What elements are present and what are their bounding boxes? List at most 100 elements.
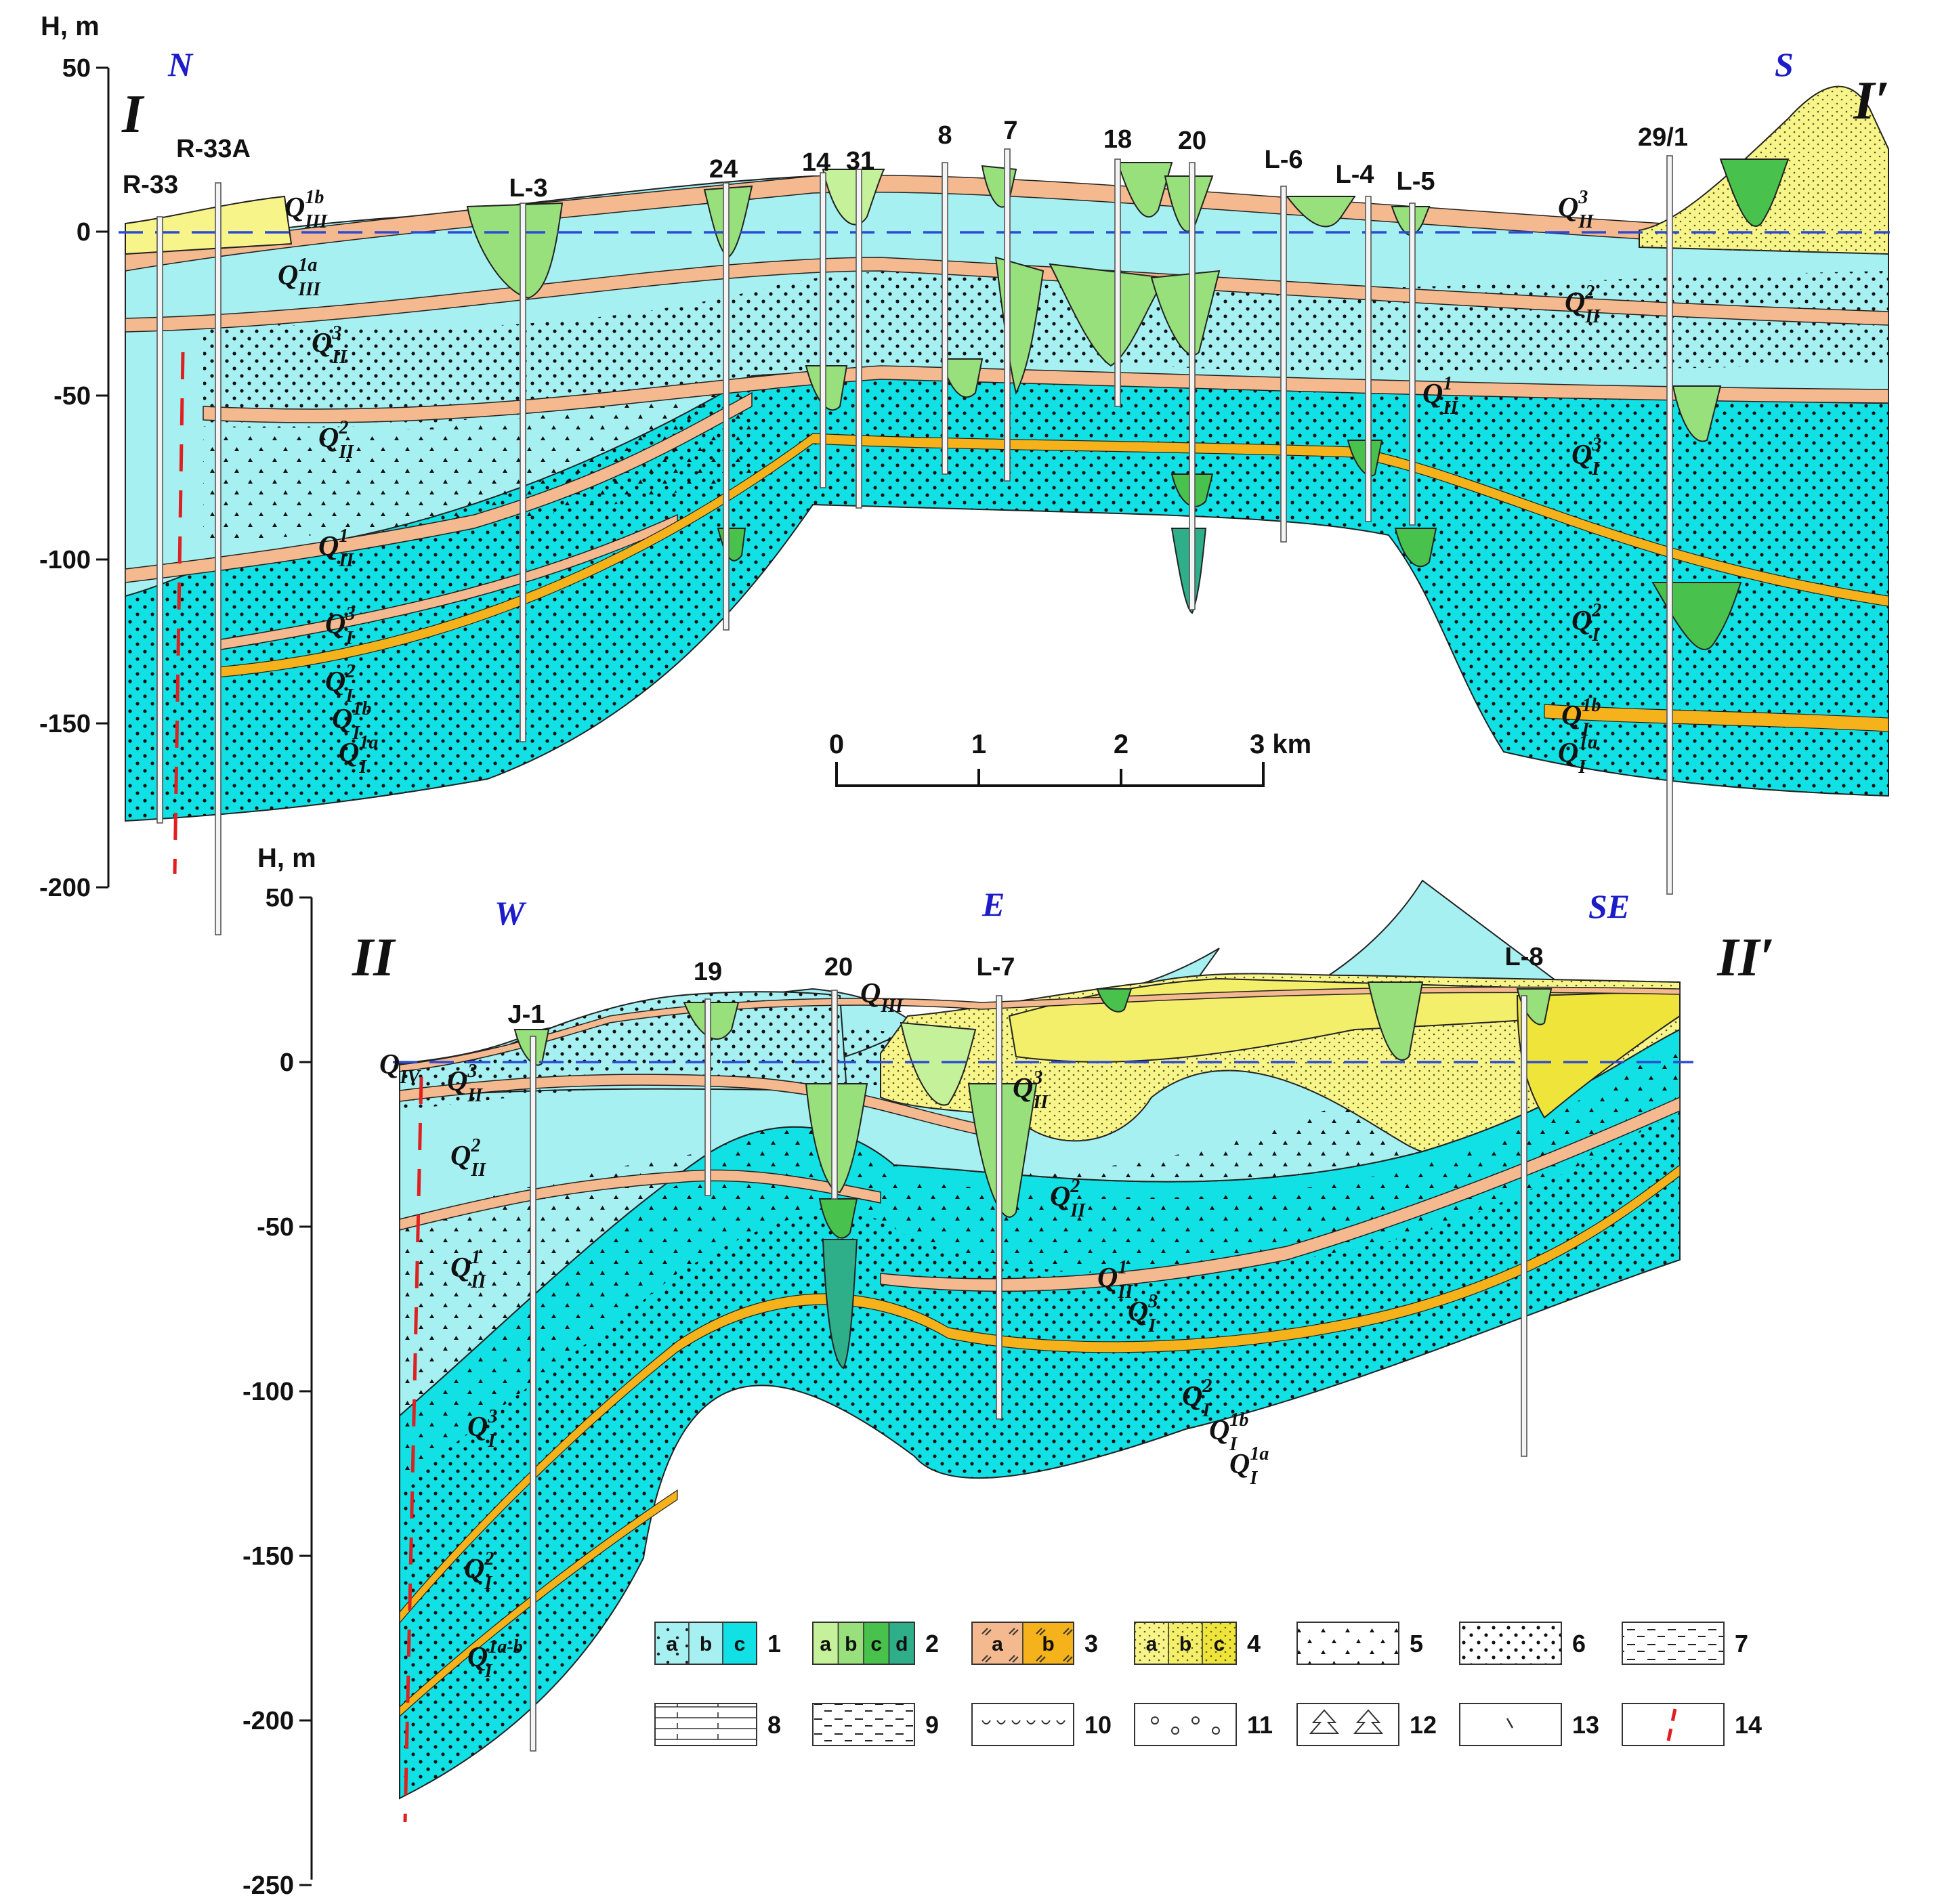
section2-well-3 <box>996 995 1002 1420</box>
legend-sub-1-2: c <box>734 1633 746 1655</box>
unit-3b-bands <box>216 433 1889 732</box>
legend-fault-symbol <box>1666 1708 1677 1741</box>
section2-well-label-3: L-7 <box>977 953 1015 981</box>
axis-section-two: 500-50-100-150-200-250 H, m <box>242 843 316 1900</box>
section2-unit-label-7: QIII <box>860 978 904 1017</box>
section1-well-7 <box>1004 148 1011 482</box>
scale-tick-2: 2 <box>1114 729 1128 759</box>
legend-shell <box>1506 1718 1514 1729</box>
section1-well-2 <box>520 203 526 742</box>
legend-sub-3-0: a <box>992 1633 1003 1655</box>
section1-well-label-7: 7 <box>1003 117 1017 145</box>
section1-well-label-6: 8 <box>937 121 952 150</box>
scale-bar: 0 1 2 3 km <box>829 729 1311 787</box>
legend-box-5 <box>1296 1622 1399 1665</box>
legend-swatch-11-0 <box>1134 1703 1237 1746</box>
unit-q1-tri-2 <box>400 1043 1680 1490</box>
legend-pattern-3-1 <box>1023 1622 1074 1664</box>
legend-sub-2-2: c <box>870 1633 882 1655</box>
legend-pattern-5-0 <box>1297 1622 1399 1664</box>
legend-number-3: 3 <box>1084 1630 1098 1657</box>
legend-box-1 <box>654 1622 757 1665</box>
legend-sub-1-0: a <box>667 1633 678 1655</box>
section-label-II-end: II′ <box>1716 928 1775 988</box>
legend-spruce-0 <box>1309 1709 1340 1734</box>
legend-box-11 <box>1134 1703 1237 1746</box>
fault-line-1 <box>173 352 185 874</box>
legend-number-6: 6 <box>1572 1630 1586 1657</box>
section2-well-label-1: 19 <box>694 958 722 986</box>
section1-well-label-0: R-33 <box>123 171 178 199</box>
legend-pattern-4-1 <box>1168 1622 1202 1664</box>
legend-number-9: 9 <box>925 1711 939 1739</box>
section1-well-label-1: R-33A <box>176 135 251 163</box>
legend-wave-3 <box>1026 1720 1036 1725</box>
section2-well-label-4: L-8 <box>1505 943 1544 971</box>
legend-pattern-4-2 <box>1202 1622 1236 1664</box>
section2-tick-label-2: -50 <box>257 1213 294 1242</box>
legend-swatch-14-0 <box>1622 1703 1725 1746</box>
scale-tick-0: 0 <box>829 729 844 759</box>
legend-swatch-1-2 <box>722 1622 757 1665</box>
section2-tick-label-4: -150 <box>242 1542 294 1571</box>
legend-pattern-8-0 <box>655 1704 757 1746</box>
legend-pattern-4-0 <box>1135 1622 1168 1664</box>
section1-well-label-5: 31 <box>846 147 874 175</box>
section1-well-1 <box>215 182 221 935</box>
legend-box-12 <box>1296 1703 1399 1746</box>
legend-swatch-2-2 <box>863 1622 890 1665</box>
legend-box-4 <box>1134 1622 1237 1665</box>
valley-fills-2 <box>513 981 1553 1370</box>
section1-well-6 <box>942 162 948 475</box>
unit-q1-dots-2 <box>400 1111 1680 1798</box>
legend-swatch-12-0 <box>1296 1703 1399 1746</box>
section-label-I: I <box>121 85 145 144</box>
legend-number-8: 8 <box>767 1711 781 1739</box>
legend-spruce-1 <box>1353 1709 1384 1734</box>
section-label-I-end: I′ <box>1853 71 1890 131</box>
section2-tick-label-1: 0 <box>280 1049 294 1077</box>
legend-pattern-6-0 <box>1460 1622 1561 1664</box>
unit-eolian-left <box>125 195 293 255</box>
legend-box-3 <box>971 1622 1074 1665</box>
direction-west: W <box>494 894 527 932</box>
legend-pebble-0 <box>1151 1716 1159 1725</box>
legend-number-10: 10 <box>1084 1711 1112 1739</box>
section2-well-2 <box>831 990 838 1200</box>
legend-sub-1-1: b <box>700 1633 712 1655</box>
legend-pattern-7-0 <box>1622 1622 1724 1664</box>
direction-north: N <box>167 45 194 83</box>
section1-well-9 <box>1189 162 1196 610</box>
legend-swatch-2-3 <box>888 1622 915 1665</box>
section1-well-label-13: 29/1 <box>1638 123 1688 152</box>
legend-number-12: 12 <box>1410 1711 1437 1739</box>
section1-well-label-8: 18 <box>1103 125 1132 154</box>
legend-wave-4 <box>1041 1720 1051 1725</box>
section2-tick-label-0: 50 <box>266 884 294 912</box>
section1-well-3 <box>723 182 730 631</box>
legend-box-10 <box>971 1703 1074 1746</box>
fault-line-2 <box>403 1076 423 1823</box>
section1-well-label-3: 24 <box>709 155 738 184</box>
unit-q2-tri <box>203 379 752 542</box>
section2-tick-label-6: -250 <box>242 1871 294 1900</box>
